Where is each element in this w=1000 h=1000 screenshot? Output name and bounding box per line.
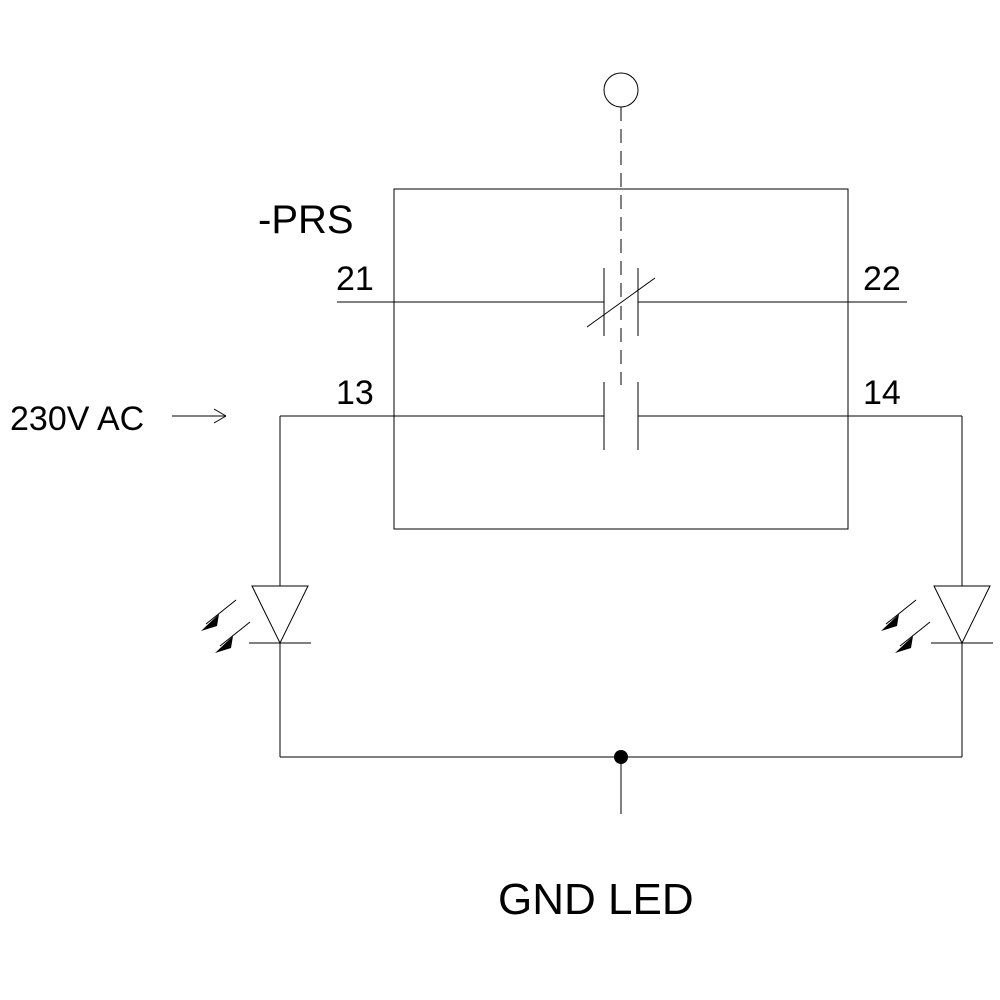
ground-label: GND LED xyxy=(498,875,694,924)
actuator-circle-icon xyxy=(603,72,639,108)
nc-contact-icon xyxy=(337,268,907,336)
terminal-13: 13 xyxy=(336,374,374,412)
device-tag: -PRS xyxy=(258,198,354,242)
terminal-14: 14 xyxy=(863,374,901,412)
arrow-right-icon xyxy=(172,408,227,424)
supply-label: 230V AC xyxy=(10,400,144,438)
led-icon xyxy=(201,585,311,653)
led-icon xyxy=(881,585,993,653)
device-enclosure xyxy=(393,188,849,530)
no-contact-icon xyxy=(280,382,962,450)
terminal-21: 21 xyxy=(336,260,374,298)
terminal-22: 22 xyxy=(863,260,901,298)
